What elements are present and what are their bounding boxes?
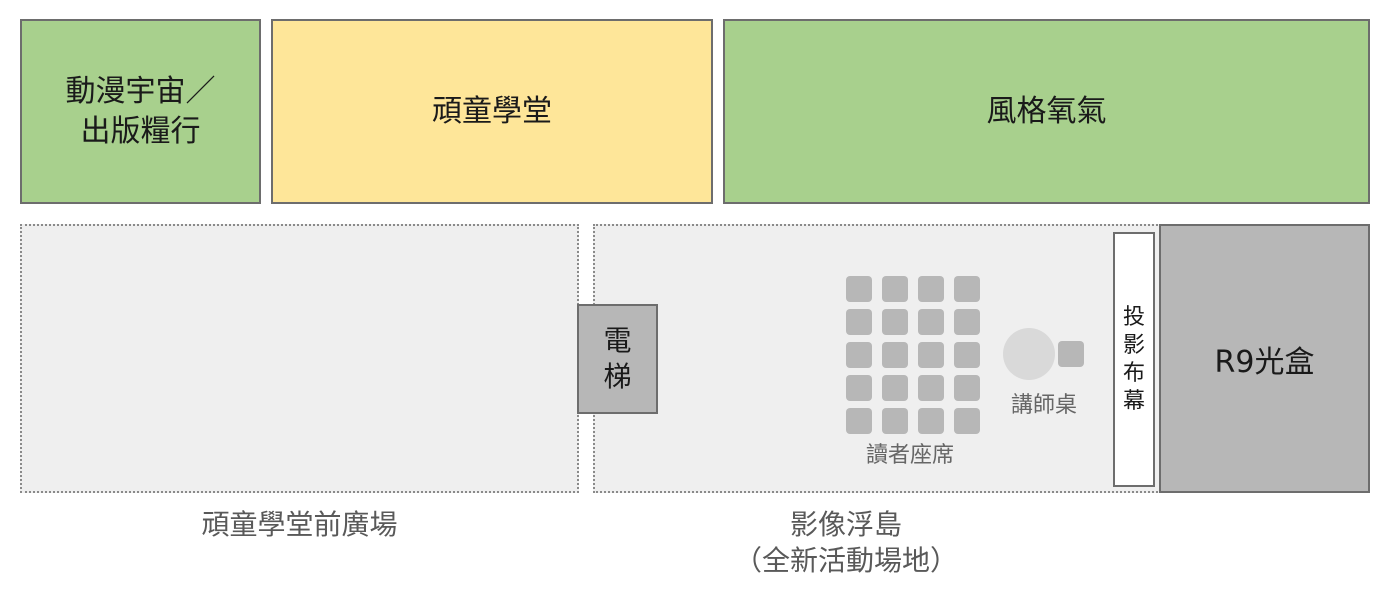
- room-anime-line1: 動漫宇宙／: [65, 73, 216, 109]
- seat-icon: [846, 375, 872, 401]
- seat-icon: [846, 342, 872, 368]
- r9-lightbox-label: R9光盒: [1214, 344, 1315, 380]
- elevator-char-2: 梯: [603, 360, 632, 393]
- screen-char-2: 影: [1122, 332, 1145, 358]
- podium-chair-icon: [1058, 341, 1084, 367]
- podium-label: 講師桌: [1011, 393, 1078, 418]
- seat-icon: [846, 309, 872, 335]
- seat-icon: [918, 375, 944, 401]
- room-kids-school: 頑童學堂: [271, 19, 713, 204]
- projection-screen: 投 影 布 幕: [1113, 232, 1155, 487]
- seat-icon: [918, 309, 944, 335]
- seat-icon: [918, 342, 944, 368]
- room-anime-label: 動漫宇宙／ 出版糧行: [66, 72, 216, 152]
- screen-char-4: 幕: [1122, 388, 1145, 414]
- seat-icon: [954, 375, 980, 401]
- seat-icon: [882, 408, 908, 434]
- plaza-caption: 頑童學堂前廣場: [201, 508, 398, 541]
- room-kids-label: 頑童學堂: [432, 93, 552, 129]
- elevator-label: 電 梯: [603, 323, 631, 395]
- screen-char-1: 投: [1122, 304, 1145, 330]
- seat-icon: [954, 309, 980, 335]
- seat-icon: [882, 375, 908, 401]
- seat-icon: [954, 408, 980, 434]
- room-anime-line2: 出版糧行: [80, 113, 201, 149]
- seat-icon: [882, 342, 908, 368]
- island-caption-line1: 影像浮島: [789, 508, 902, 541]
- r9-lightbox: R9光盒: [1159, 224, 1370, 493]
- seat-icon: [846, 276, 872, 302]
- screen-char-3: 布: [1122, 360, 1145, 386]
- elevator: 電 梯: [577, 304, 658, 414]
- room-style-label: 風格氧氣: [986, 93, 1107, 129]
- island-caption: 影像浮島 （全新活動場地）: [646, 507, 1046, 579]
- seat-icon: [918, 408, 944, 434]
- room-anime-universe: 動漫宇宙／ 出版糧行: [20, 19, 261, 204]
- elevator-char-1: 電: [603, 324, 632, 357]
- seat-icon: [882, 276, 908, 302]
- seat-icon: [846, 408, 872, 434]
- podium-table-icon: [1003, 328, 1055, 380]
- room-style-oxygen: 風格氧氣: [723, 19, 1370, 204]
- seat-icon: [918, 276, 944, 302]
- island-caption-line2: （全新活動場地）: [733, 544, 958, 577]
- reader-seating: [846, 276, 986, 436]
- seating-label: 讀者座席: [866, 443, 955, 468]
- zone-plaza: [20, 224, 579, 493]
- seat-icon: [954, 276, 980, 302]
- projection-screen-label: 投 影 布 幕: [1123, 304, 1145, 416]
- seat-icon: [954, 342, 980, 368]
- seat-icon: [882, 309, 908, 335]
